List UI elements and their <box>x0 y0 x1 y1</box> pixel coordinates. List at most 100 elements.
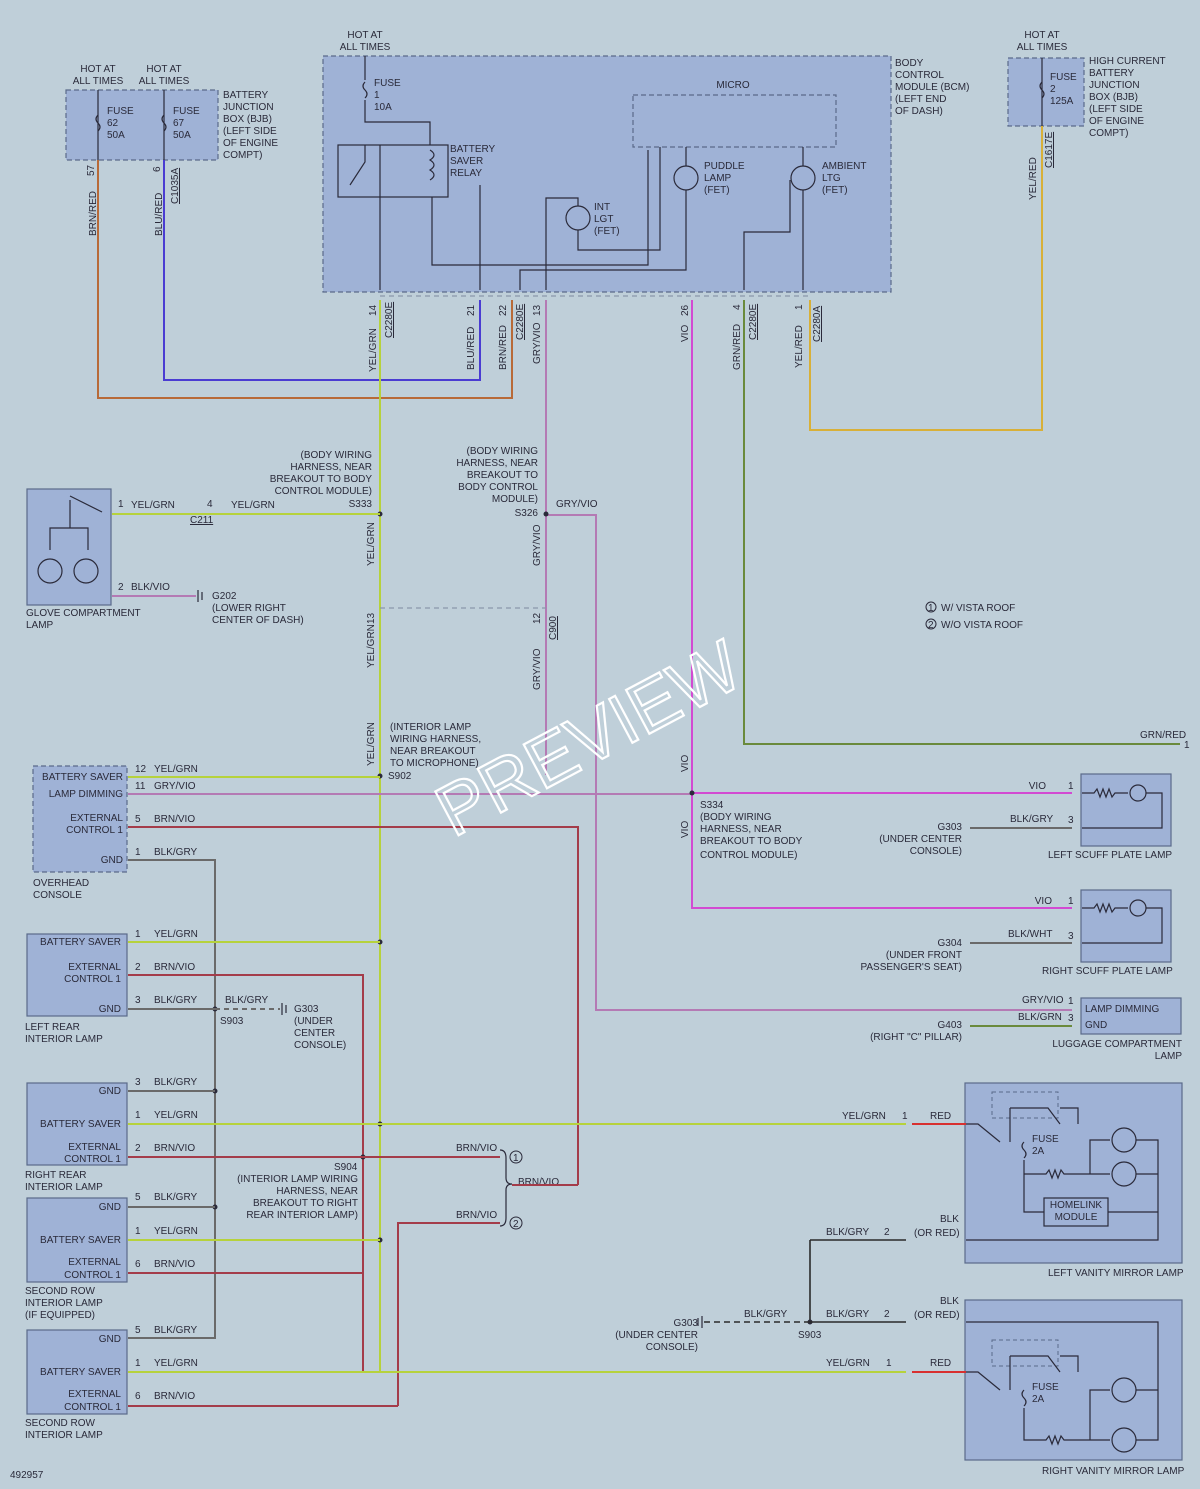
svg-text:GRN/RED: GRN/RED <box>732 324 743 370</box>
switch-icon <box>966 1107 1079 1143</box>
svg-text:HOT AT: HOT AT <box>146 64 181 75</box>
svg-text:50A: 50A <box>173 130 191 141</box>
svg-text:BLK/GRY: BLK/GRY <box>1010 814 1053 825</box>
svg-text:CONTROL 1: CONTROL 1 <box>66 825 123 836</box>
svg-text:2A: 2A <box>1032 1146 1045 1157</box>
svg-text:INTERIOR LAMP: INTERIOR LAMP <box>25 1182 103 1193</box>
svg-text:50A: 50A <box>107 130 125 141</box>
svg-text:BATTERY: BATTERY <box>450 144 496 155</box>
relay-switch-icon <box>349 145 366 186</box>
svg-text:BLK/VIO: BLK/VIO <box>131 582 170 593</box>
svg-text:C1035A: C1035A <box>170 168 181 204</box>
svg-text:125A: 125A <box>1050 96 1074 107</box>
svg-text:(BODY WIRING: (BODY WIRING <box>700 812 772 823</box>
fuse-icon <box>95 114 101 132</box>
svg-text:MICRO: MICRO <box>716 80 750 91</box>
svg-text:RIGHT REAR: RIGHT REAR <box>25 1170 87 1181</box>
svg-text:YEL/RED: YEL/RED <box>1028 157 1039 200</box>
svg-text:YEL/GRN: YEL/GRN <box>154 929 198 940</box>
svg-text:(IF EQUIPPED): (IF EQUIPPED) <box>25 1310 95 1321</box>
svg-text:LEFT VANITY MIRROR LAMP: LEFT VANITY MIRROR LAMP <box>1048 1268 1184 1279</box>
svg-text:(FET): (FET) <box>704 185 730 196</box>
svg-text:(OR RED): (OR RED) <box>914 1310 960 1321</box>
svg-text:EXTERNAL: EXTERNAL <box>68 1389 121 1400</box>
svg-text:YEL/RED: YEL/RED <box>794 325 805 368</box>
svg-text:1: 1 <box>513 1153 519 1164</box>
right-vanity-mirror-lamp: FUSE 2A YEL/GRN 1 RED RIGHT VANITY MIRRO… <box>826 1299 1185 1477</box>
svg-text:BRN/RED: BRN/RED <box>498 325 509 370</box>
svg-text:YEL/GRN: YEL/GRN <box>154 1110 198 1121</box>
svg-text:ALL TIMES: ALL TIMES <box>1017 42 1068 53</box>
svg-text:BREAKOUT TO BODY: BREAKOUT TO BODY <box>270 474 373 485</box>
svg-text:BRN/VIO: BRN/VIO <box>154 1143 195 1154</box>
svg-text:LTG: LTG <box>822 173 841 184</box>
svg-text:BATTERY SAVER: BATTERY SAVER <box>42 772 123 783</box>
svg-text:BREAKOUT TO BODY: BREAKOUT TO BODY <box>700 836 803 847</box>
svg-text:LAMP DIMMING: LAMP DIMMING <box>49 789 123 800</box>
svg-text:1: 1 <box>928 603 934 614</box>
svg-text:14: 14 <box>368 304 379 316</box>
svg-text:LUGGAGE COMPARTMENT: LUGGAGE COMPARTMENT <box>1052 1039 1182 1050</box>
svg-text:1: 1 <box>135 847 141 858</box>
svg-text:(FET): (FET) <box>594 226 620 237</box>
svg-text:HARNESS, NEAR: HARNESS, NEAR <box>456 458 538 469</box>
svg-text:(LEFT SIDE: (LEFT SIDE <box>223 126 277 137</box>
svg-text:W/ VISTA ROOF: W/ VISTA ROOF <box>941 603 1015 614</box>
svg-text:CONTROL 1: CONTROL 1 <box>64 1402 121 1413</box>
svg-text:4: 4 <box>732 304 743 310</box>
svg-text:OF DASH): OF DASH) <box>895 106 943 117</box>
svg-text:BATTERY SAVER: BATTERY SAVER <box>40 937 121 948</box>
svg-text:CONTROL MODULE): CONTROL MODULE) <box>275 486 372 497</box>
svg-text:GRY/VIO: GRY/VIO <box>532 648 543 690</box>
svg-text:G202: G202 <box>212 591 237 602</box>
svg-text:YEL/GRN: YEL/GRN <box>231 500 275 511</box>
svg-text:JUNCTION: JUNCTION <box>223 102 274 113</box>
left-scuff-plate-lamp: VIO 1 BLK/GRY 3 G303 (UNDER CENTER CONSO… <box>879 773 1172 861</box>
svg-text:BLK/WHT: BLK/WHT <box>1008 929 1052 940</box>
svg-text:WIRING HARNESS,: WIRING HARNESS, <box>390 734 481 745</box>
svg-text:YEL/GRN: YEL/GRN <box>366 624 377 668</box>
svg-text:3: 3 <box>1068 1013 1074 1024</box>
svg-text:G303: G303 <box>938 822 963 833</box>
svg-text:BLU/RED: BLU/RED <box>466 327 477 370</box>
svg-text:VIO: VIO <box>1029 781 1046 792</box>
svg-text:GRY/VIO: GRY/VIO <box>532 524 543 566</box>
svg-text:1: 1 <box>1068 896 1074 907</box>
body-control-module: HOT AT ALL TIMES FUSE 1 10A BATTERY SAVE… <box>322 30 969 372</box>
svg-text:2: 2 <box>1050 84 1056 95</box>
svg-text:26: 26 <box>680 304 691 316</box>
svg-text:G403: G403 <box>938 1020 963 1031</box>
svg-text:(BODY WIRING: (BODY WIRING <box>301 450 373 461</box>
svg-text:PASSENGER'S SEAT): PASSENGER'S SEAT) <box>860 962 962 973</box>
svg-text:ALL TIMES: ALL TIMES <box>139 76 190 87</box>
relay-coil-icon <box>428 149 435 181</box>
figure-id: 492957 <box>10 1470 44 1481</box>
svg-text:GRY/VIO: GRY/VIO <box>532 322 543 364</box>
svg-text:LGT: LGT <box>594 214 613 225</box>
svg-text:BRN/VIO: BRN/VIO <box>154 1391 195 1402</box>
svg-text:NEAR BREAKOUT: NEAR BREAKOUT <box>390 746 476 757</box>
svg-text:JUNCTION: JUNCTION <box>1089 80 1140 91</box>
svg-text:EXTERNAL: EXTERNAL <box>68 1142 121 1153</box>
svg-text:BLK/GRY: BLK/GRY <box>154 1077 197 1088</box>
svg-text:12: 12 <box>532 612 543 624</box>
svg-text:1: 1 <box>1068 781 1074 792</box>
svg-text:S334: S334 <box>700 800 724 811</box>
svg-text:FUSE: FUSE <box>374 78 401 89</box>
svg-text:GND: GND <box>1085 1020 1107 1031</box>
svg-text:EXTERNAL: EXTERNAL <box>70 813 123 824</box>
svg-text:HARNESS, NEAR: HARNESS, NEAR <box>290 462 372 473</box>
splice-s333: (BODY WIRING HARNESS, NEAR BREAKOUT TO B… <box>270 450 383 517</box>
svg-text:HIGH CURRENT: HIGH CURRENT <box>1089 56 1166 67</box>
svg-text:1: 1 <box>135 1358 141 1369</box>
svg-text:OF ENGINE: OF ENGINE <box>223 138 278 149</box>
svg-text:C900: C900 <box>548 616 559 640</box>
svg-text:RED: RED <box>930 1111 951 1122</box>
svg-text:57: 57 <box>86 164 97 176</box>
svg-text:2A: 2A <box>1032 1394 1045 1405</box>
svg-text:BRN/RED: BRN/RED <box>88 191 99 236</box>
svg-text:3: 3 <box>135 995 141 1006</box>
splice-s904: S904 (INTERIOR LAMP WIRING HARNESS, NEAR… <box>237 1162 358 1221</box>
svg-text:BLK/GRY: BLK/GRY <box>154 847 197 858</box>
svg-text:6: 6 <box>152 166 163 172</box>
